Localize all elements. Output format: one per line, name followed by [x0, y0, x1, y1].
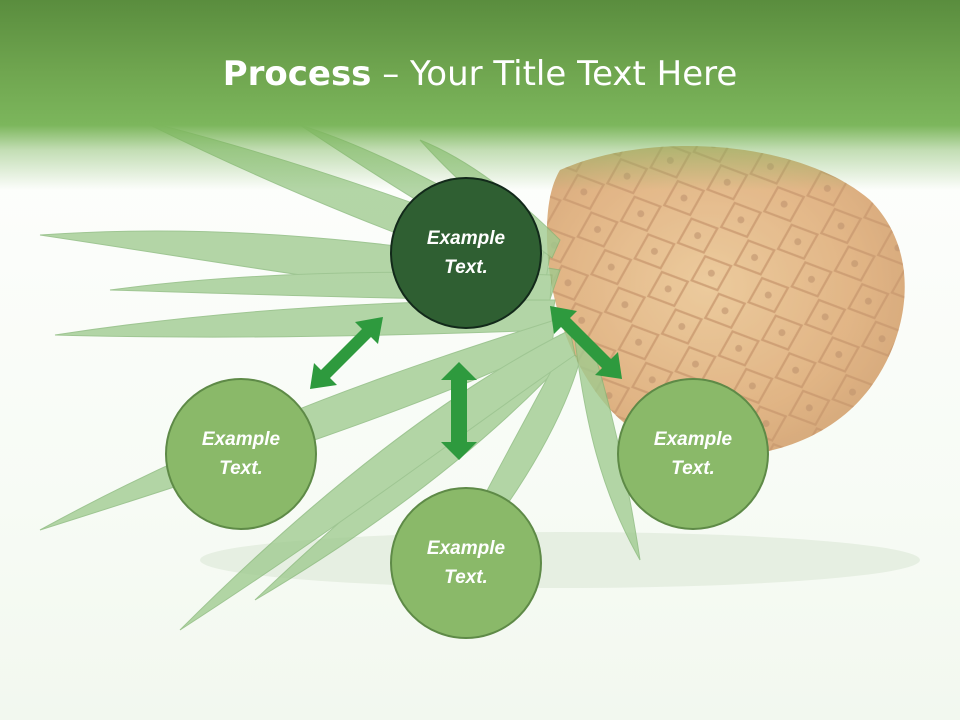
node-left-label: Example Text. — [201, 429, 281, 479]
process-node-right: Example Text. — [617, 378, 769, 530]
arrow-top-right — [550, 306, 622, 379]
pineapple-shadow — [200, 532, 920, 588]
arrow-top-left — [310, 317, 383, 389]
node-bottom-label: Example Text. — [426, 538, 506, 588]
title-banner — [0, 0, 960, 190]
arrow-center-bottom — [441, 362, 477, 460]
title-bold: Process — [222, 54, 372, 94]
pineapple-fruit — [546, 146, 905, 456]
page-title: Process – Your Title Text Here — [0, 52, 960, 96]
process-node-left: Example Text. — [165, 378, 317, 530]
process-node-bottom: Example Text. — [390, 487, 542, 639]
node-top-label: Example Text. — [426, 228, 506, 278]
title-rest: – Your Title Text Here — [371, 54, 738, 94]
process-node-top: Example Text. — [390, 177, 542, 329]
node-right-label: Example Text. — [653, 429, 733, 479]
